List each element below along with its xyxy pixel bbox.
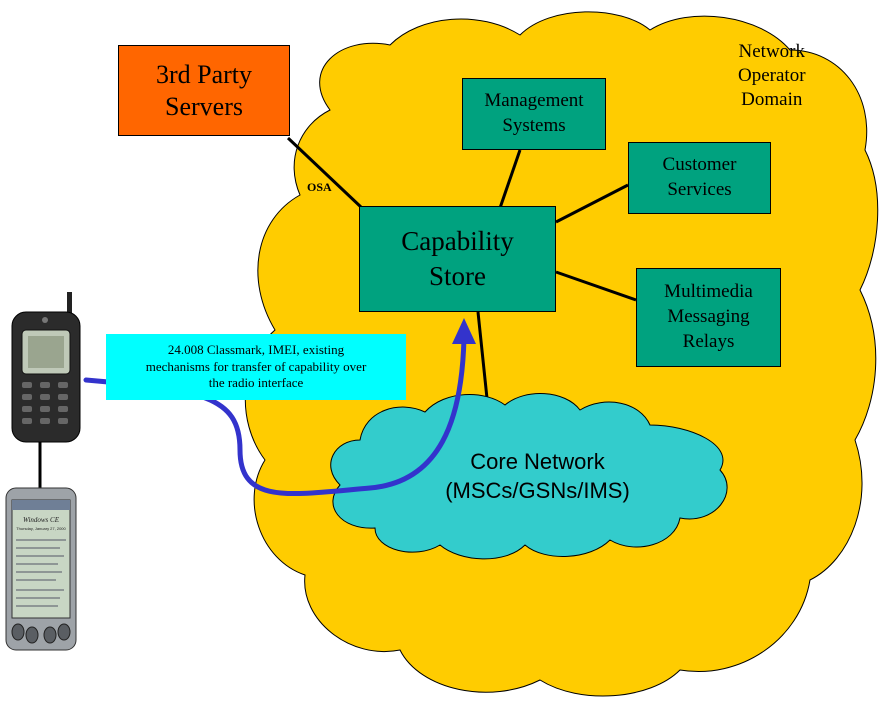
core-line1: Core Network [470,449,605,474]
management-line2: Systems [502,115,566,136]
radio-interface-annotation: 24.008 Classmark, IMEI, existing mechani… [106,334,406,400]
multimedia-link [555,270,637,302]
osa-link [286,136,364,210]
third-party-servers-box: 3rd Party Servers [118,45,290,136]
osa-label: OSA [307,180,332,194]
capability-line2: Store [429,261,486,291]
pda-icon: Windows CE Thursday, January 27, 2000 [5,487,77,651]
network-operator-domain-label: Network Operator Domain [738,40,806,111]
domain-line3: Domain [741,88,803,110]
connectors [38,136,637,488]
annotation-line2: mechanisms for transfer of capability ov… [145,358,367,374]
multimedia-messaging-relays-box: Multimedia Messaging Relays [636,268,781,367]
core-network-cloud [330,393,728,560]
core-link [476,311,490,409]
management-systems-box: Management Systems [462,78,606,150]
third-party-line2: Servers [165,91,243,121]
multimedia-line3: Relays [682,330,735,352]
core-network-label: Core Network (MSCs/GSNs/IMS) [405,448,670,505]
annotation-line1: 24.008 Classmark, IMEI, existing [167,341,345,357]
management-link [498,149,522,209]
capability-line1: Capability [401,225,514,256]
domain-line1: Network [738,41,805,62]
customer-services-box: Customer Services [628,142,771,214]
customer-line1: Customer [662,154,737,176]
mobile-phone-icon [11,292,81,443]
management-line1: Management [484,90,584,112]
third-party-line1: 3rd Party [155,60,253,90]
domain-line2: Operator [738,64,806,86]
multimedia-line1: Multimedia [664,281,753,303]
multimedia-line2: Messaging [667,306,750,328]
customer-line2: Services [667,179,732,200]
annotation-line3: the radio interface [208,375,304,391]
core-line2: (MSCs/GSNs/IMS) [445,477,630,503]
customer-link [555,183,629,224]
pda-screen-date: Thursday, January 27, 2000 [16,526,66,531]
capability-store-box: Capability Store [359,206,556,312]
pda-screen-title: Windows CE [23,516,60,524]
arrow-head [452,318,476,344]
